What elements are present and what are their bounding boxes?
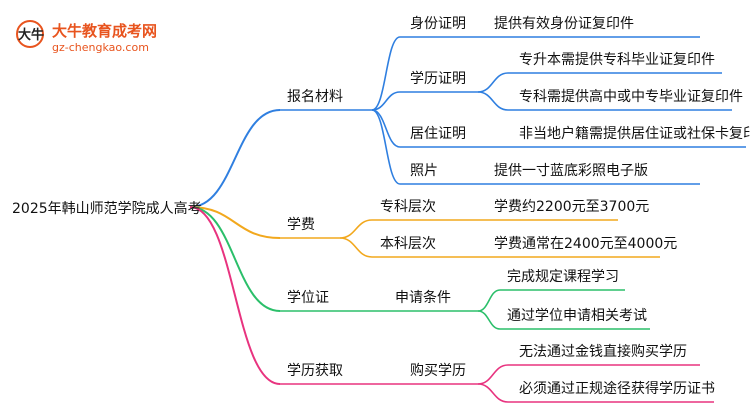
branch-to-item-line bbox=[371, 91, 401, 111]
leaf-label: 提供一寸蓝底彩照电子版 bbox=[494, 163, 648, 179]
site-logo: 大牛 大牛教育成考网 gz-chengkao.com bbox=[16, 20, 157, 54]
item-to-leaf-line bbox=[477, 383, 509, 403]
leaf-label: 专科需提供高中或中专毕业证复印件 bbox=[519, 88, 743, 105]
branch-to-item-line bbox=[371, 109, 401, 148]
item-label: 身份证明 bbox=[410, 16, 466, 32]
leaf-label: 专升本需提供专科毕业证复印件 bbox=[519, 51, 715, 68]
root-node: 2025年韩山师范学院成人高考 bbox=[12, 200, 202, 217]
connector-lines bbox=[189, 36, 746, 403]
root-to-branch-line bbox=[189, 206, 281, 385]
leaf-label: 通过学位申请相关考试 bbox=[507, 308, 647, 324]
leaf-label: 学费通常在2400元至4000元 bbox=[494, 236, 677, 252]
item-label: 居住证明 bbox=[410, 126, 466, 142]
leaf-label: 无法通过金钱直接购买学历 bbox=[519, 343, 687, 360]
branch-tuition: 学费 专科层次 学费约2200元至3700元 本科层次 学费通常在2400元至4… bbox=[287, 199, 677, 252]
branch-label: 学费 bbox=[287, 217, 315, 233]
branch-label: 学位证 bbox=[287, 290, 329, 306]
item-to-leaf-line bbox=[477, 310, 501, 330]
leaf-label: 提供有效身份证复印件 bbox=[494, 15, 634, 32]
branch-to-item-line bbox=[371, 36, 401, 111]
branch-to-item-line bbox=[339, 237, 373, 258]
logo-title: 大牛教育成考网 bbox=[52, 22, 157, 40]
item-label: 学历证明 bbox=[410, 71, 466, 87]
branch-to-item-line bbox=[371, 109, 401, 185]
logo-emblem-icon bbox=[16, 20, 44, 48]
branch-label: 报名材料 bbox=[287, 89, 343, 105]
logo-url: gz-chengkao.com bbox=[52, 41, 149, 54]
item-to-leaf-line bbox=[477, 289, 501, 312]
item-to-leaf-line bbox=[477, 364, 509, 385]
item-to-leaf-line bbox=[477, 91, 509, 111]
leaf-label: 必须通过正规途径获得学历证书 bbox=[519, 380, 715, 397]
root-to-branch-line bbox=[189, 109, 281, 208]
branch-label: 学历获取 bbox=[287, 363, 343, 379]
item-label: 照片 bbox=[410, 163, 438, 179]
branch-application-materials: 报名材料 身份证明 提供有效身份证复印件 学历证明 专升本需提供专科毕业证复印件… bbox=[287, 15, 750, 179]
item-label: 申请条件 bbox=[395, 289, 451, 306]
logo-mark: 大牛 bbox=[18, 27, 44, 43]
leaf-label: 完成规定课程学习 bbox=[507, 269, 619, 285]
item-label: 本科层次 bbox=[380, 236, 436, 252]
leaf-label: 学费约2200元至3700元 bbox=[494, 199, 649, 215]
item-label: 购买学历 bbox=[410, 363, 466, 379]
branch-to-item-line bbox=[339, 219, 373, 239]
leaf-label: 非当地户籍需提供居住证或社保卡复印件 bbox=[519, 125, 750, 142]
branch-degree-certificate: 学位证 申请条件 完成规定课程学习 通过学位申请相关考试 bbox=[287, 269, 647, 324]
root-to-branch-line bbox=[189, 206, 281, 312]
root-to-branch-line bbox=[189, 206, 281, 239]
item-label: 专科层次 bbox=[380, 199, 436, 215]
branch-diploma-acquisition: 学历获取 购买学历 无法通过金钱直接购买学历 必须通过正规途径获得学历证书 bbox=[287, 343, 715, 397]
item-to-leaf-line bbox=[477, 72, 509, 93]
